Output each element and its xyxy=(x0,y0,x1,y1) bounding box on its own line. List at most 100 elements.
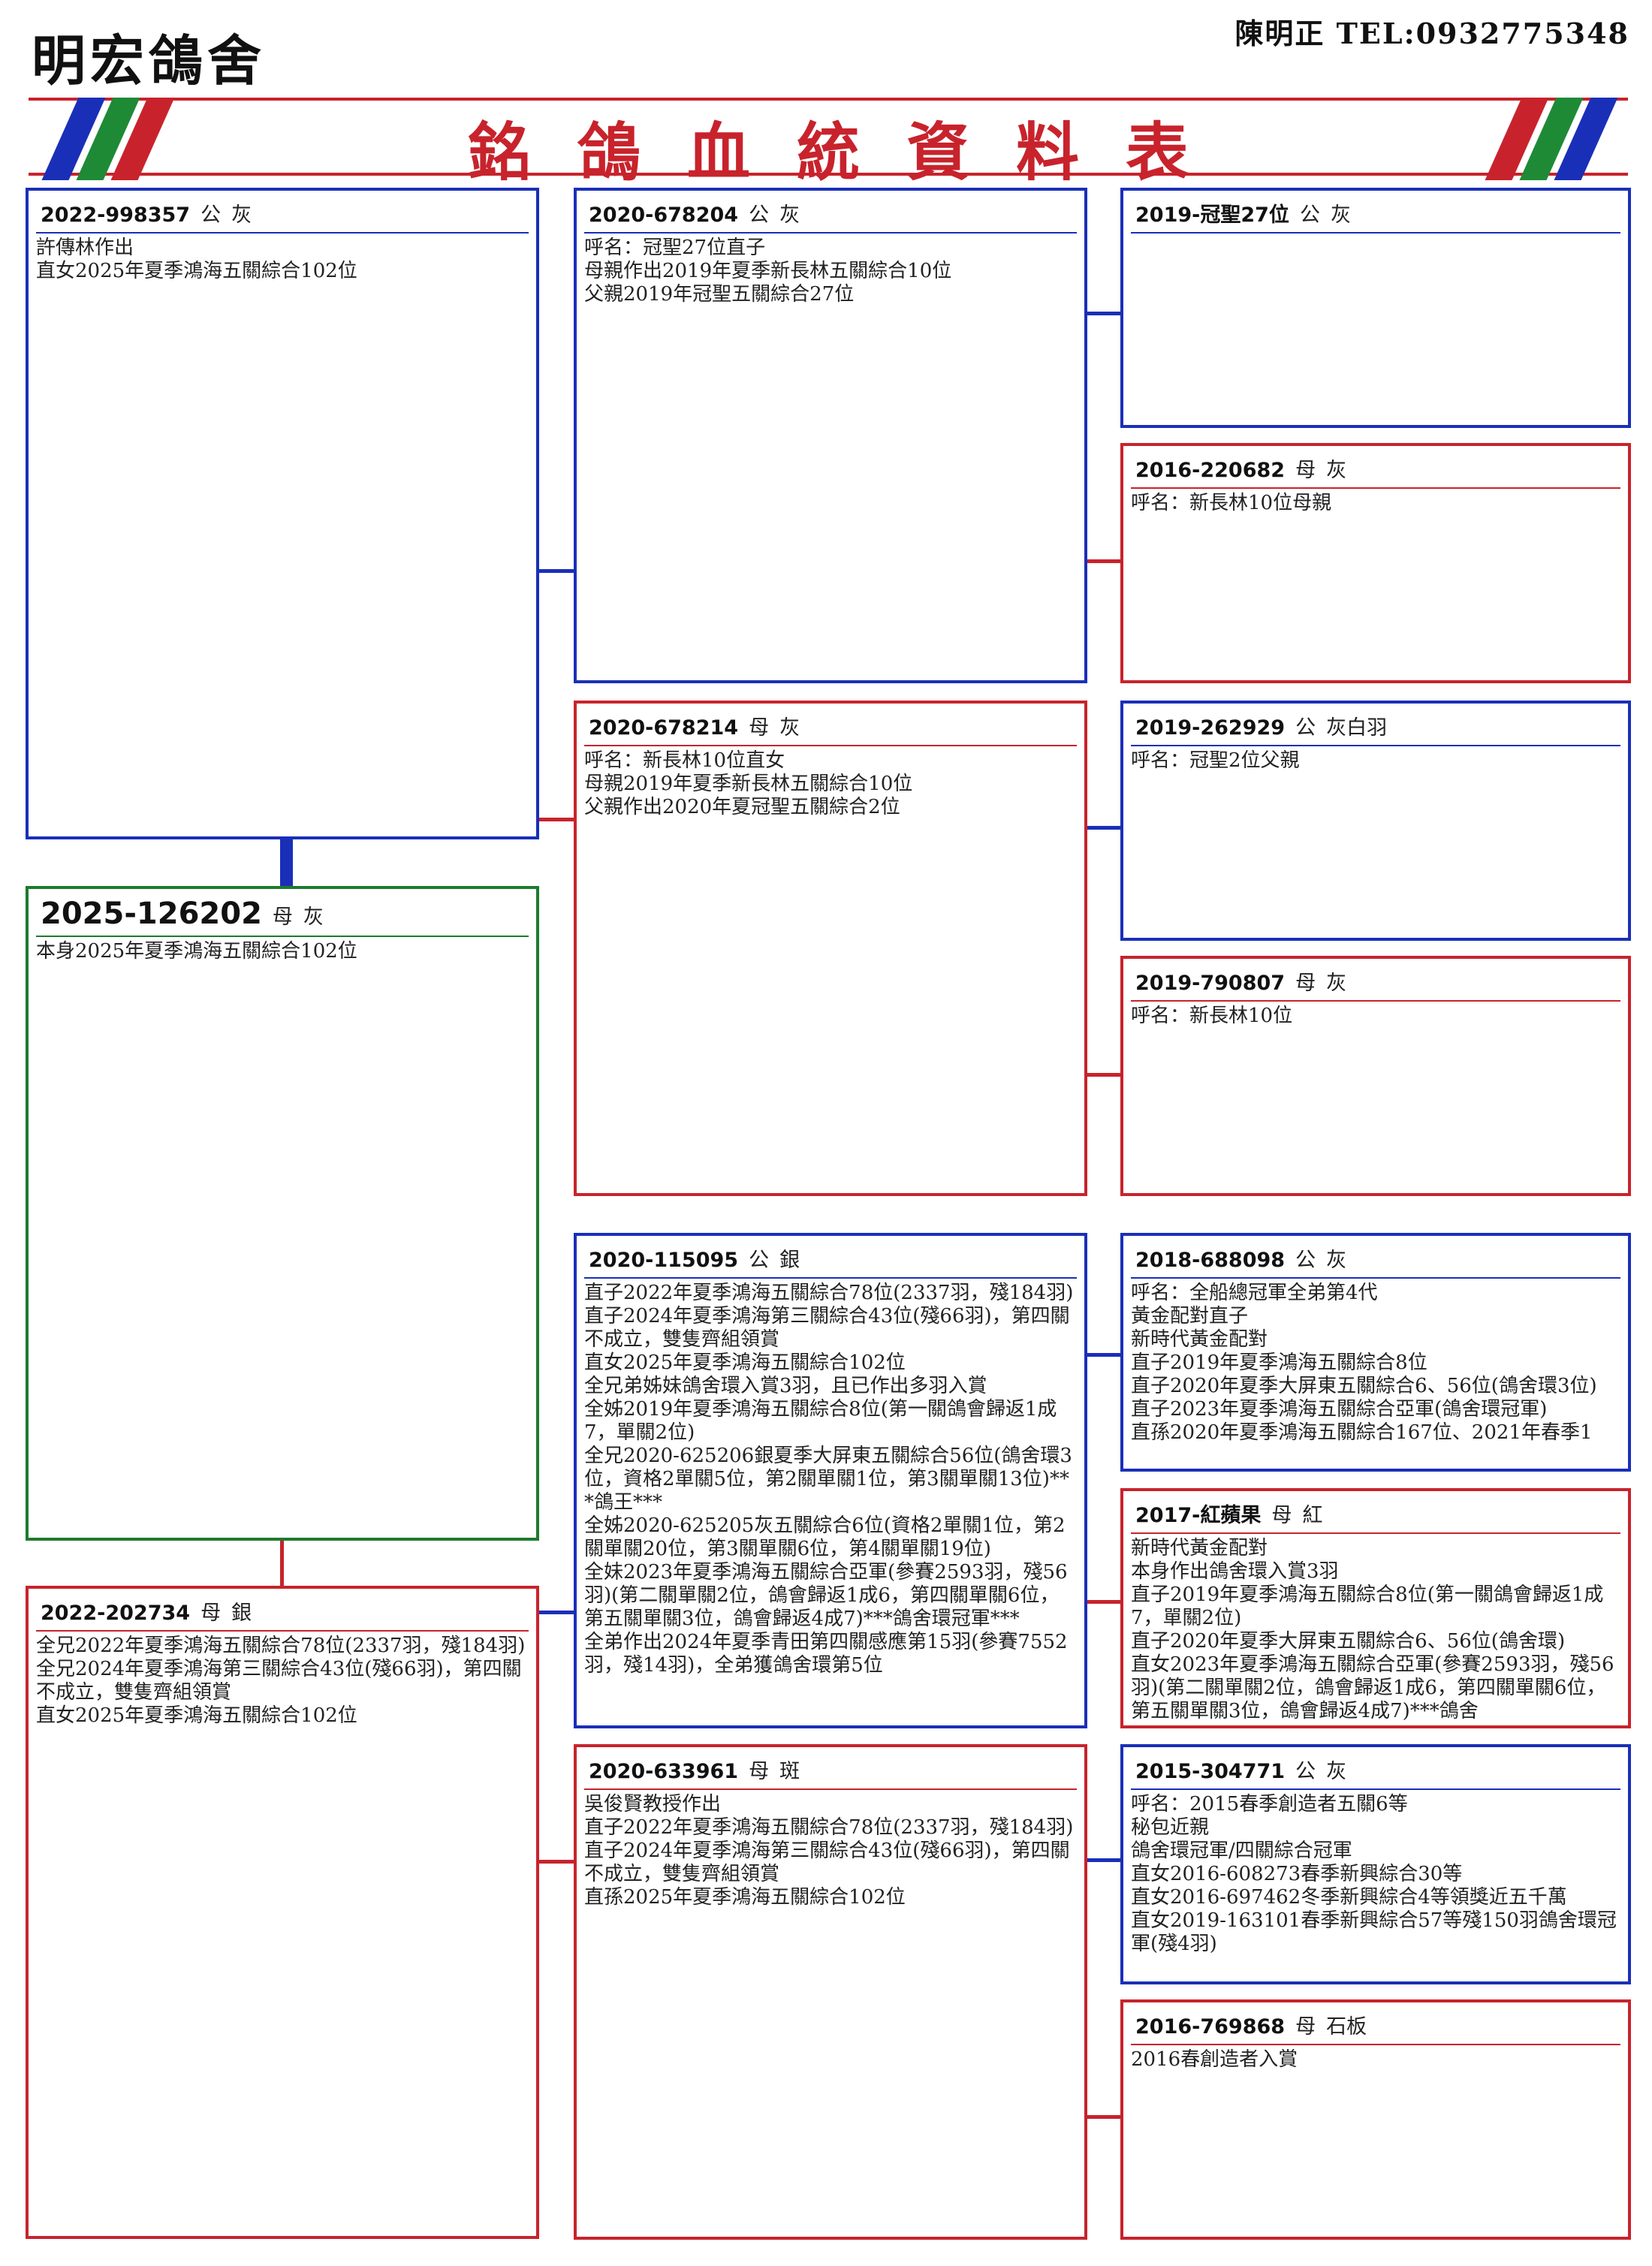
card-notes: 直子2022年夏季鴻海五關綜合78位(2337羽，殘184羽)直子2024年夏季… xyxy=(584,1282,1077,1677)
color-label: 灰 xyxy=(1330,203,1351,227)
page-title: 銘鴿血統資料表 xyxy=(467,116,1235,189)
note-line: 全兄2020-625206銀夏季大屏東五關綜合56位(鴿舍環3位，資格2單關5位… xyxy=(584,1445,1072,1514)
note-line: 全弟作出2024年夏季青田第四關感應第15羽(參賽7552羽，殘14羽)，全弟獲… xyxy=(584,1631,1068,1677)
note-line: 全姊2020-625205灰五關綜合6位(資格2單關1位，第2關單關20位，第3… xyxy=(584,1514,1066,1560)
pedigree-card-sire: 2022-998357 公灰許傳林作出直女2025年夏季鴻海五關綜合102位 xyxy=(26,188,539,839)
title-banner: 銘鴿血統資料表 xyxy=(29,98,1628,189)
card-notes: 2016春創造者入賞 xyxy=(1131,2048,1620,2072)
card-notes: 呼名：冠聖27位直子母親作出2019年夏季新長林五關綜合10位父親2019年冠聖… xyxy=(584,237,1077,306)
note-line: 直子2024年夏季鴻海第三關綜合43位(殘66羽)，第四關不成立，雙隻齊組領賞 xyxy=(584,1840,1070,1885)
note-line: 全姊2019年夏季鴻海五關綜合8位(第一關鴿會歸返1成7，單關2位) xyxy=(584,1398,1057,1444)
sex-label: 公 xyxy=(200,203,222,227)
note-line: 直子2022年夏季鴻海五關綜合78位(2337羽，殘184羽) xyxy=(584,1816,1074,1839)
note-line: 直子2019年夏季鴻海五關綜合8位(第一關鴿會歸返1成7，單關2位) xyxy=(1131,1583,1604,1629)
note-line: 呼名：新長林10位 xyxy=(1131,1005,1293,1027)
sex-label: 公 xyxy=(1295,716,1316,740)
connector-gg6 xyxy=(1084,1600,1122,1604)
note-line: 直女2016-608273春季新興綜合30等 xyxy=(1131,1863,1463,1885)
note-line: 呼名：冠聖2位父親 xyxy=(1131,749,1300,772)
color-label: 灰 xyxy=(1326,1249,1347,1272)
card-header: 2022-998357 公灰 xyxy=(36,198,529,234)
note-line: 父親2019年冠聖五關綜合27位 xyxy=(584,283,855,306)
note-line: 直女2023年夏季鴻海五關綜合亞軍(參賽2593羽，殘56羽)(第二關單關2位，… xyxy=(1131,1653,1614,1722)
note-line: 直女2016-697462冬季新興綜合4等領獎近五千萬 xyxy=(1131,1886,1567,1909)
connector-subject-dam xyxy=(280,1538,284,1587)
note-line: 呼名：全船總冠軍全弟第4代 xyxy=(1131,1282,1378,1304)
sex-label: 母 xyxy=(200,1602,222,1625)
card-notes: 吳俊賢教授作出直子2022年夏季鴻海五關綜合78位(2337羽，殘184羽)直子… xyxy=(584,1793,1077,1909)
sex-label: 公 xyxy=(1295,1249,1316,1272)
color-label: 灰 xyxy=(231,203,252,227)
ring-number: 2020-115095 xyxy=(589,1249,739,1272)
connector-gg3 xyxy=(1084,826,1122,830)
pedigree-card-ss-sire: 2019-冠聖27位公灰 xyxy=(1120,188,1631,428)
color-label: 灰 xyxy=(1326,972,1347,995)
card-header: 2017-紅蘋果母紅 xyxy=(1131,1499,1620,1534)
card-notes: 許傳林作出直女2025年夏季鴻海五關綜合102位 xyxy=(36,237,529,283)
note-line: 新時代黃金配對 xyxy=(1131,1537,1268,1559)
pedigree-card-ds-dam: 2017-紅蘋果母紅新時代黃金配對本身作出鴿舍環入賞3羽直子2019年夏季鴻海五… xyxy=(1120,1488,1631,1728)
note-line: 直孫2020年夏季鴻海五關綜合167位、2021年春季1 xyxy=(1131,1421,1593,1444)
note-line: 直女2025年夏季鴻海五關綜合102位 xyxy=(36,260,357,282)
card-notes: 呼名：新長林10位母親 xyxy=(1131,492,1620,515)
note-line: 母親作出2019年夏季新長林五關綜合10位 xyxy=(584,260,952,282)
note-line: 呼名：2015春季創造者五關6等 xyxy=(1131,1793,1408,1816)
color-label: 銀 xyxy=(231,1602,252,1625)
card-notes: 呼名：冠聖2位父親 xyxy=(1131,749,1620,773)
connector-gg5 xyxy=(1084,1353,1122,1357)
note-line: 直孫2025年夏季鴻海五關綜合102位 xyxy=(584,1886,906,1909)
note-line: 直子2022年夏季鴻海五關綜合78位(2337羽，殘184羽) xyxy=(584,1282,1074,1304)
contact-info: 陳明正 TEL:0932775348 xyxy=(1234,17,1629,50)
note-line: 吳俊賢教授作出 xyxy=(584,1793,722,1816)
connector-sire-sire xyxy=(536,569,575,573)
ring-number: 2019-790807 xyxy=(1135,972,1286,995)
ring-number: 2020-678214 xyxy=(589,716,739,740)
color-label: 灰 xyxy=(303,905,324,929)
note-line: 直女2019-163101春季新興綜合57等殘150羽鴿舍環冠軍(殘4羽) xyxy=(1131,1909,1617,1955)
ring-number: 2022-998357 xyxy=(41,203,191,227)
connector-dam-sire xyxy=(536,1611,575,1614)
ring-number: 2022-202734 xyxy=(41,1602,191,1625)
banner-border xyxy=(29,98,1628,176)
ring-number: 2016-220682 xyxy=(1135,459,1286,482)
note-line: 母親2019年夏季新長林五關綜合10位 xyxy=(584,773,913,795)
color-label: 灰 xyxy=(779,716,800,740)
sex-label: 母 xyxy=(1295,459,1316,482)
connector-gg1 xyxy=(1084,312,1122,315)
ring-number: 2020-633961 xyxy=(589,1760,739,1783)
note-line: 全兄2022年夏季鴻海五關綜合78位(2337羽，殘184羽) xyxy=(36,1635,526,1657)
note-line: 直女2025年夏季鴻海五關綜合102位 xyxy=(584,1351,906,1374)
card-notes: 呼名：新長林10位 xyxy=(1131,1005,1620,1028)
connector-gg4 xyxy=(1084,1073,1122,1077)
sex-label: 母 xyxy=(1295,972,1316,995)
note-line: 呼名：新長林10位母親 xyxy=(1131,492,1332,514)
note-line: 直子2019年夏季鴻海五關綜合8位 xyxy=(1131,1351,1427,1374)
note-line: 直子2024年夏季鴻海第三關綜合43位(殘66羽)，第四關不成立，雙隻齊組領賞 xyxy=(584,1305,1070,1351)
sex-label: 母 xyxy=(1295,2015,1316,2038)
ring-number: 2015-304771 xyxy=(1135,1760,1286,1783)
note-line: 2016春創造者入賞 xyxy=(1131,2048,1298,2071)
note-line: 許傳林作出 xyxy=(36,237,134,259)
card-notes: 本身2025年夏季鴻海五關綜合102位 xyxy=(36,940,529,963)
card-header: 2022-202734 母銀 xyxy=(36,1596,529,1632)
note-line: 父親作出2020年夏冠聖五關綜合2位 xyxy=(584,796,900,818)
sex-label: 公 xyxy=(1295,1760,1316,1783)
ring-number: 2016-769868 xyxy=(1135,2015,1286,2038)
ring-number: 2025-126202 xyxy=(41,896,262,931)
ring-number: 2020-678204 xyxy=(589,203,739,227)
connector-gg2 xyxy=(1084,559,1122,563)
note-line: 本身作出鴿舍環入賞3羽 xyxy=(1131,1560,1339,1583)
ring-number: 2019-262929 xyxy=(1135,716,1286,740)
note-line: 全兄2024年夏季鴻海第三關綜合43位(殘66羽)，第四關不成立，雙隻齊組領賞 xyxy=(36,1658,522,1704)
card-notes: 呼名：新長林10位直女母親2019年夏季新長林五關綜合10位父親作出2020年夏… xyxy=(584,749,1077,819)
